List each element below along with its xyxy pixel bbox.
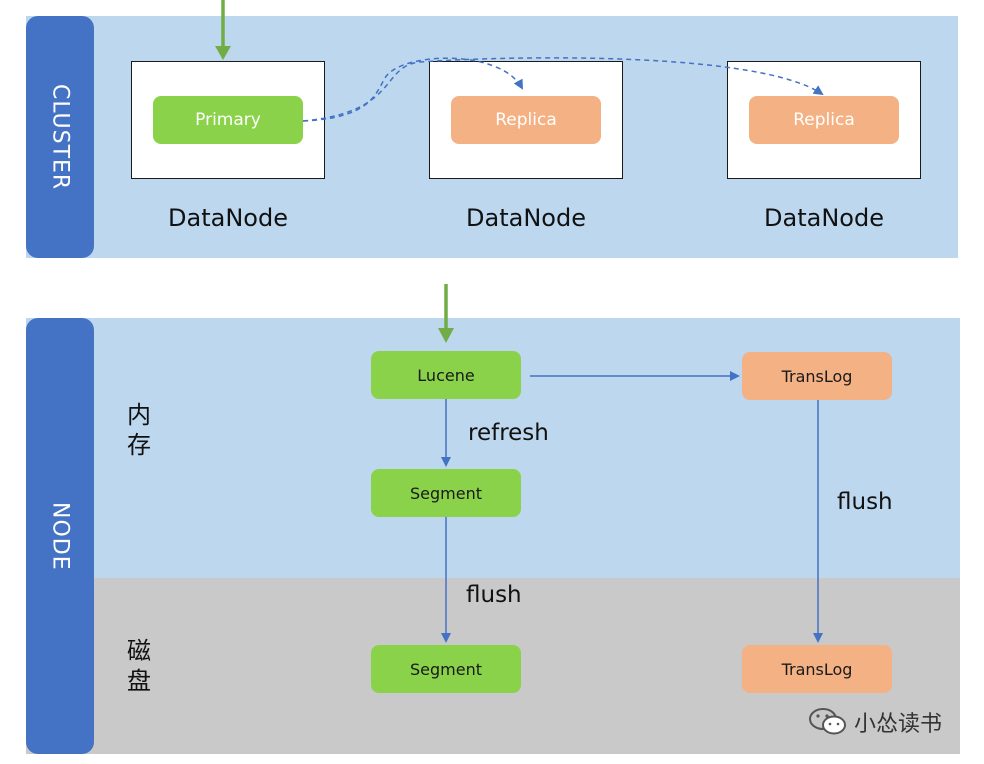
flush-label-right: flush xyxy=(837,489,893,515)
segment-disk-label: Segment xyxy=(410,659,482,679)
watermark-text: 小怂读书 xyxy=(854,712,943,737)
flush-label-left: flush xyxy=(466,582,522,608)
segment-memory-label: Segment xyxy=(410,483,482,503)
translog-memory-box: TransLog xyxy=(742,352,892,400)
replica-shard-1: Replica xyxy=(451,96,601,144)
translog-memory-label: TransLog xyxy=(781,366,853,386)
primary-shard-label: Primary xyxy=(195,110,261,130)
cluster-side-tab: CLUSTER xyxy=(26,16,94,258)
lucene-label: Lucene xyxy=(417,365,475,385)
disk-label-char-2: 盘 xyxy=(127,667,151,695)
segment-disk-box: Segment xyxy=(371,645,521,693)
disk-label: 磁 盘 xyxy=(124,636,154,696)
memory-label-char-1: 内 xyxy=(127,401,151,429)
node-side-tab: NODE xyxy=(26,318,94,754)
datanode-label-1: DataNode xyxy=(168,204,288,232)
replica-shard-label-2: Replica xyxy=(793,110,855,130)
datanode-label-3: DataNode xyxy=(764,204,884,232)
replica-shard-2: Replica xyxy=(749,96,899,144)
segment-memory-box: Segment xyxy=(371,469,521,517)
translog-disk-label: TransLog xyxy=(781,659,853,679)
replica-shard-label-1: Replica xyxy=(495,110,557,130)
memory-label: 内 存 xyxy=(124,400,154,460)
disk-label-char-1: 磁 xyxy=(127,637,151,665)
cluster-label: CLUSTER xyxy=(47,83,73,191)
wechat-icon xyxy=(808,707,848,737)
memory-label-char-2: 存 xyxy=(127,431,151,459)
primary-shard: Primary xyxy=(153,96,303,144)
lucene-box: Lucene xyxy=(371,351,521,399)
refresh-label: refresh xyxy=(468,420,549,446)
watermark: 小怂读书 xyxy=(808,704,942,740)
translog-disk-box: TransLog xyxy=(742,645,892,693)
node-label: NODE xyxy=(47,501,73,571)
datanode-label-2: DataNode xyxy=(466,204,586,232)
